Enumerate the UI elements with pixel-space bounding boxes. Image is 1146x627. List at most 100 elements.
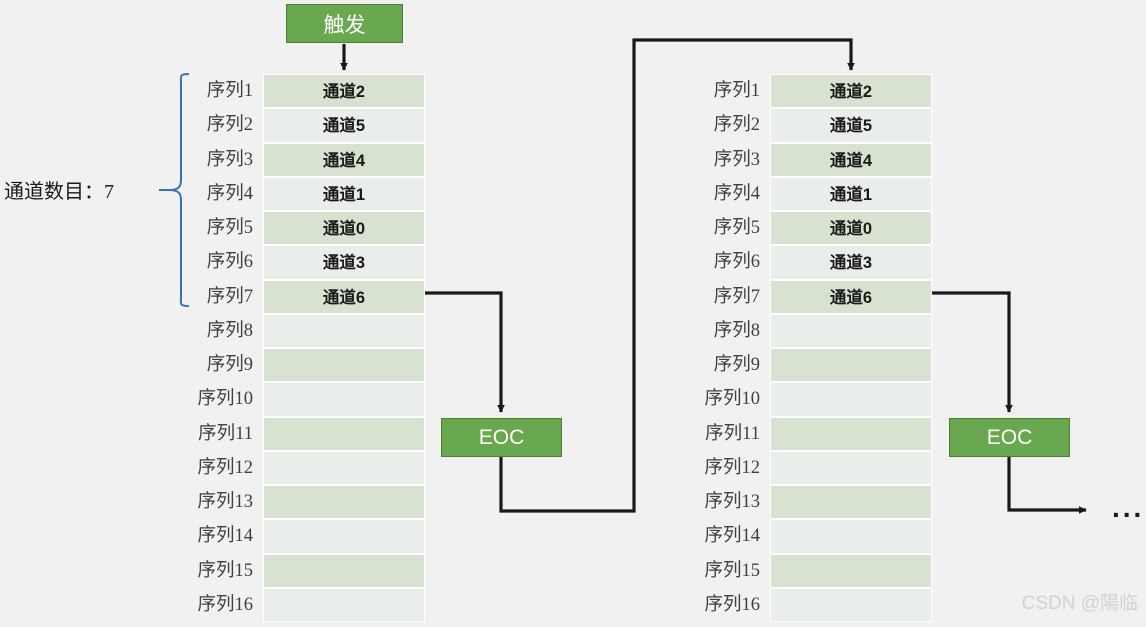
- sequence-label-12: 序列12: [197, 457, 253, 478]
- trigger-label: 触发: [323, 13, 366, 37]
- channel-count-brace: [159, 73, 190, 307]
- channel-cell-11[interactable]: [770, 416, 932, 451]
- channel-cell-14[interactable]: [263, 519, 425, 554]
- sequence-label-13: 序列13: [197, 492, 253, 512]
- channel-cell-2[interactable]: 通道5: [263, 108, 425, 143]
- channel-cell-2[interactable]: 通道5: [770, 108, 932, 143]
- sequence-label-16: 序列16: [704, 594, 760, 615]
- sequence-row: 序列11: [665, 416, 932, 451]
- channel-cell-1[interactable]: 通道2: [263, 74, 425, 109]
- channel-count-label: 通道数目：7: [4, 181, 114, 203]
- sequence-label-12: 序列12: [704, 457, 760, 478]
- sequence-row: 序列15: [665, 553, 932, 588]
- channel-cell-8[interactable]: [263, 313, 425, 348]
- sequence-row: 序列14: [158, 519, 425, 554]
- sequence-label-9: 序列9: [206, 355, 253, 375]
- sequence-label-6: 序列6: [713, 252, 760, 273]
- sequence-row: 序列16: [158, 587, 425, 622]
- channel-cell-7[interactable]: 通道6: [770, 279, 932, 314]
- sequence-row: 序列1 通道2: [665, 74, 932, 109]
- sequence-label-13: 序列13: [704, 492, 760, 512]
- sequence-row: 序列10: [158, 382, 425, 417]
- sequence-row: 序列8: [158, 313, 425, 348]
- sequence-row: 序列10: [665, 382, 932, 417]
- sequence-label-4: 序列4: [206, 183, 253, 204]
- channel-cell-13[interactable]: [770, 485, 932, 520]
- sequence-label-7: 序列7: [206, 286, 253, 307]
- sequence-row: 序列5 通道0: [158, 211, 425, 246]
- sequence-row: 序列7 通道6: [158, 279, 425, 314]
- sequence-label-11: 序列11: [198, 423, 253, 444]
- sequence-label-5: 序列5: [206, 218, 253, 238]
- sequence-row: 序列6 通道3: [158, 245, 425, 280]
- sequence-row: 序列6 通道3: [665, 245, 932, 280]
- sequence-label-15: 序列15: [704, 560, 760, 581]
- sequence-label-9: 序列9: [713, 355, 760, 375]
- wire-table1-to-eoc1: [425, 291, 505, 413]
- channel-cell-6[interactable]: 通道3: [263, 245, 425, 280]
- watermark: CSDN @陽临: [1021, 593, 1138, 614]
- conversion-cycle-2-table: 序列1 通道2 序列2 通道5 序列3 通道4 序列4 通道1 序列5 通道0 序列6 通道3 序列7 通…: [665, 74, 932, 622]
- channel-cell-8[interactable]: [770, 313, 932, 348]
- channel-cell-1[interactable]: 通道2: [770, 74, 932, 109]
- channel-cell-9[interactable]: [263, 348, 425, 383]
- channel-cell-12[interactable]: [770, 450, 932, 485]
- sequence-row: 序列2 通道5: [665, 108, 932, 143]
- sequence-label-5: 序列5: [713, 218, 760, 238]
- sequence-label-10: 序列10: [704, 389, 760, 410]
- sequence-row: 序列15: [158, 553, 425, 588]
- channel-cell-13[interactable]: [263, 485, 425, 520]
- channel-cell-10[interactable]: [263, 382, 425, 417]
- channel-cell-15[interactable]: [770, 553, 932, 588]
- sequence-row: 序列9: [158, 348, 425, 383]
- channel-cell-4[interactable]: 通道1: [770, 176, 932, 211]
- channel-cell-11[interactable]: [263, 416, 425, 451]
- eoc-box-2[interactable]: EOC: [949, 418, 1070, 457]
- sequence-row: 序列12: [665, 450, 932, 485]
- eoc-label-1: EOC: [478, 425, 525, 449]
- sequence-label-6: 序列6: [206, 252, 253, 273]
- sequence-label-4: 序列4: [713, 183, 760, 204]
- channel-cell-5[interactable]: 通道0: [263, 211, 425, 246]
- sequence-row: 序列9: [665, 348, 932, 383]
- channel-cell-3[interactable]: 通道4: [263, 142, 425, 177]
- channel-cell-14[interactable]: [770, 519, 932, 554]
- sequence-row: 序列4 通道1: [158, 176, 425, 211]
- sequence-row: 序列5 通道0: [665, 211, 932, 246]
- channel-cell-4[interactable]: 通道1: [263, 176, 425, 211]
- channel-cell-6[interactable]: 通道3: [770, 245, 932, 280]
- trigger-box[interactable]: 触发: [286, 4, 403, 43]
- sequence-label-7: 序列7: [713, 286, 760, 307]
- channel-cell-7[interactable]: 通道6: [263, 279, 425, 314]
- sequence-row: 序列4 通道1: [665, 176, 932, 211]
- eoc-box-1[interactable]: EOC: [441, 418, 562, 457]
- channel-cell-16[interactable]: [263, 587, 425, 622]
- sequence-label-3: 序列3: [206, 149, 253, 170]
- sequence-label-2: 序列2: [713, 115, 760, 136]
- sequence-label-14: 序列14: [197, 526, 253, 547]
- sequence-row: 序列13: [665, 485, 932, 520]
- sequence-row: 序列3 通道4: [158, 142, 425, 177]
- sequence-label-3: 序列3: [713, 149, 760, 170]
- sequence-label-1: 序列1: [713, 81, 760, 101]
- continuation-ellipsis: ...: [1112, 492, 1145, 523]
- channel-cell-15[interactable]: [263, 553, 425, 588]
- sequence-row: 序列8: [665, 313, 932, 348]
- channel-cell-5[interactable]: 通道0: [770, 211, 932, 246]
- sequence-label-10: 序列10: [197, 389, 253, 410]
- sequence-row: 序列3 通道4: [665, 142, 932, 177]
- sequence-label-16: 序列16: [197, 594, 253, 615]
- sequence-label-1: 序列1: [206, 81, 253, 101]
- sequence-label-15: 序列15: [197, 560, 253, 581]
- channel-cell-12[interactable]: [263, 450, 425, 485]
- channel-cell-9[interactable]: [770, 348, 932, 383]
- wire-eoc2-continue: [1007, 457, 1087, 514]
- sequence-row: 序列16: [665, 587, 932, 622]
- channel-cell-3[interactable]: 通道4: [770, 142, 932, 177]
- channel-cell-10[interactable]: [770, 382, 932, 417]
- sequence-row: 序列12: [158, 450, 425, 485]
- channel-cell-16[interactable]: [770, 587, 932, 622]
- sequence-label-11: 序列11: [705, 423, 760, 444]
